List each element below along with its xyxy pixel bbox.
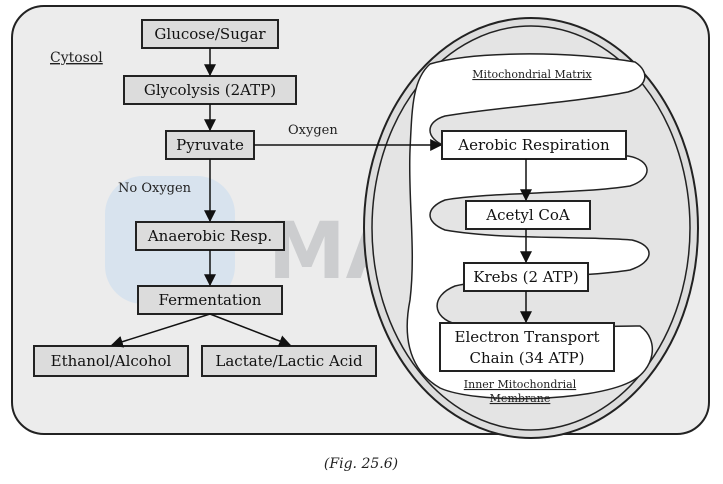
ethanol-box (33, 345, 189, 377)
acetyl-label: Acetyl CoA (485, 206, 570, 224)
glucose-box (141, 19, 279, 49)
pyruvate-label: Pyruvate (176, 136, 244, 154)
lactate-box (201, 345, 377, 377)
krebs-label: Krebs (2 ATP) (473, 268, 578, 286)
glycolysis-label: Glycolysis (2ATP) (144, 81, 276, 99)
no-oxygen-label: No Oxygen (118, 181, 192, 196)
anaerobic-label: Anaerobic Resp. (147, 227, 272, 245)
krebs-box (463, 262, 589, 292)
etc-box (439, 322, 615, 372)
arrow-fermentation-to-ethanol (110, 313, 211, 348)
matrix-label: Mitochondrial Matrix (472, 68, 592, 81)
figure-caption: (Fig. 25.6) (324, 456, 398, 472)
oxygen-label: Oxygen (288, 123, 338, 138)
inner-membrane-label-line2: Membrane (490, 392, 551, 405)
cytosol-label: Cytosol (50, 50, 103, 66)
acetyl-box (465, 200, 591, 230)
aerobic-label: Aerobic Respiration (457, 136, 610, 154)
arrow-fermentation-to-lactate (209, 313, 292, 347)
ethanol-label: Ethanol/Alcohol (51, 352, 172, 370)
glucose-label: Glucose/Sugar (154, 25, 266, 43)
aerobic-box (441, 130, 627, 160)
inner-membrane-label-line1: Inner Mitochondrial (464, 378, 577, 391)
etc-label-line2: Chain (34 ATP) (470, 349, 585, 367)
lactate-label: Lactate/Lactic Acid (215, 352, 363, 370)
etc-label-line1: Electron Transport (455, 328, 600, 346)
fermentation-label: Fermentation (159, 291, 262, 309)
